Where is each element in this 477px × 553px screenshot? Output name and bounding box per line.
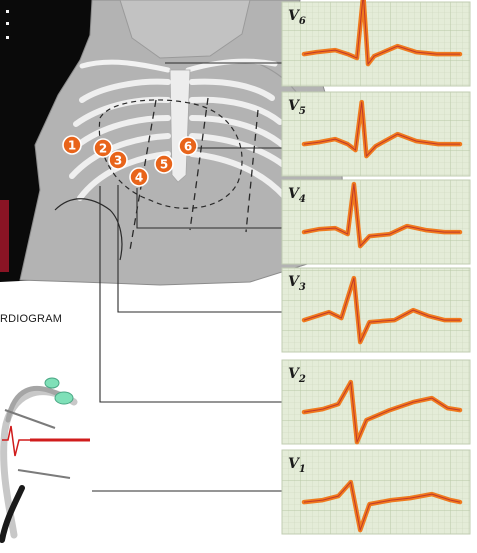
ecg-grid <box>282 180 470 264</box>
ecg-grid <box>282 450 470 534</box>
electrode-label: 3 <box>114 154 122 168</box>
red-accent <box>0 200 9 272</box>
ecg-grid <box>282 92 470 176</box>
electrode-label: 5 <box>160 158 168 172</box>
electrode-6: 6 <box>179 137 197 155</box>
ecg-grid <box>282 268 470 352</box>
lead-panel-V6: V6 <box>282 0 470 86</box>
lead-panel-V3: V3 <box>282 268 470 352</box>
lead-panel-V2: V2 <box>282 360 470 444</box>
ecg-panels: V6V5V4V3V2V1 <box>282 0 470 534</box>
electrode-1: 1 <box>63 136 81 154</box>
electrode-label: 6 <box>184 140 192 154</box>
electrode-label: 2 <box>99 142 107 156</box>
lead-panel-V5: V5 <box>282 92 470 176</box>
electrode-3: 3 <box>109 151 127 169</box>
electrode-5: 5 <box>155 155 173 173</box>
ecg-grid <box>282 2 470 86</box>
electrode-2: 2 <box>94 139 112 157</box>
lead-panel-V1: V1 <box>282 450 470 534</box>
electrode-label: 1 <box>68 139 76 153</box>
inset-caption: RDIOGRAM <box>0 313 62 325</box>
stethoscope-icon <box>2 378 90 540</box>
lead-panel-V4: V4 <box>282 180 470 264</box>
electrode-label: 4 <box>135 171 143 185</box>
electrode-4: 4 <box>130 168 148 186</box>
